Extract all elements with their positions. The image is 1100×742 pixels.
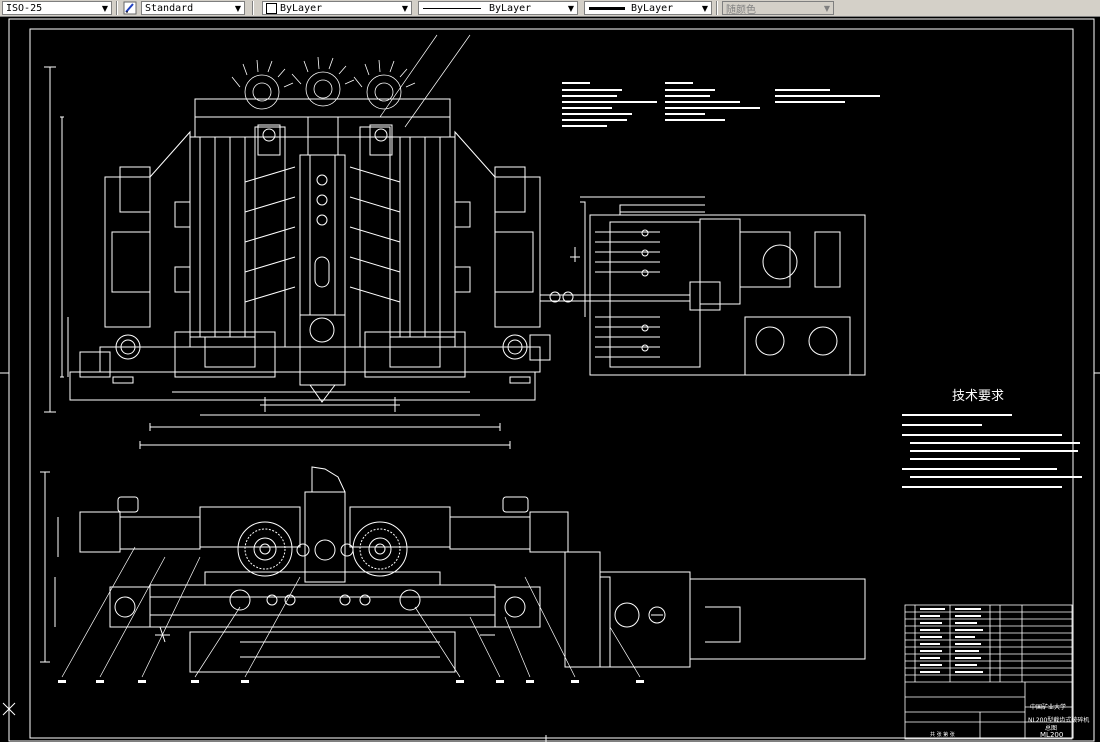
dimension-style-combo[interactable]: ISO-25 ▼	[2, 1, 112, 15]
technical-requirements-lines	[902, 414, 1082, 488]
text-style-icon[interactable]	[123, 1, 137, 15]
lineweight-value: ByLayer	[631, 2, 674, 14]
chevron-down-icon: ▼	[701, 3, 709, 13]
chevron-down-icon: ▼	[234, 3, 242, 13]
side-view	[540, 196, 866, 376]
drawing-name: NL200型截齿式破碎机	[1028, 717, 1090, 724]
plan-view	[40, 466, 866, 683]
drawing-name-line2: 总图	[1045, 725, 1058, 732]
linetype-preview-icon	[423, 7, 481, 9]
layer-combo[interactable]: ByLayer ▼	[262, 1, 412, 15]
technical-requirements-title: 技术要求	[951, 389, 1004, 404]
linetype-combo[interactable]: ByLayer ▼	[418, 1, 578, 15]
text-style-combo[interactable]: Standard ▼	[141, 1, 245, 15]
properties-toolbar: ISO-25 ▼ Standard ▼ ByLayer ▼ ByLayer ▼ …	[0, 0, 1100, 17]
text-style-value: Standard	[145, 2, 194, 14]
chevron-down-icon: ▼	[823, 3, 831, 13]
plot-style-value: 随颜色	[726, 4, 756, 16]
toolbar-separator	[116, 1, 118, 15]
drawing-number: ML200	[1040, 731, 1064, 739]
university-name: 中国矿业大学	[1030, 704, 1067, 711]
linetype-value: ByLayer	[489, 2, 532, 14]
lineweight-combo[interactable]: ByLayer ▼	[584, 1, 712, 15]
parts-list-and-title-block	[904, 604, 1073, 740]
inner-frame	[29, 28, 1074, 739]
technical-requirements: 技术要求	[900, 385, 1090, 516]
spec-text-blocks	[562, 82, 880, 127]
drawing-border	[8, 18, 1095, 742]
plot-style-combo: 随颜色 ▼	[722, 1, 834, 16]
dimension-style-value: ISO-25	[6, 2, 43, 14]
chevron-down-icon: ▼	[401, 3, 409, 13]
color-swatch-icon	[266, 2, 277, 14]
lineweight-preview-icon	[589, 6, 625, 10]
color-value: ByLayer	[280, 2, 323, 14]
chevron-down-icon: ▼	[567, 3, 575, 13]
chevron-down-icon: ▼	[101, 3, 109, 13]
front-view	[44, 34, 551, 449]
sheet-count: 共 张 第 张	[930, 732, 955, 738]
ucs-icon	[2, 702, 16, 716]
drawing-canvas[interactable]	[0, 17, 1100, 742]
toolbar-separator	[716, 1, 718, 15]
centering-marks	[0, 372, 1100, 742]
toolbar-separator	[252, 1, 254, 15]
